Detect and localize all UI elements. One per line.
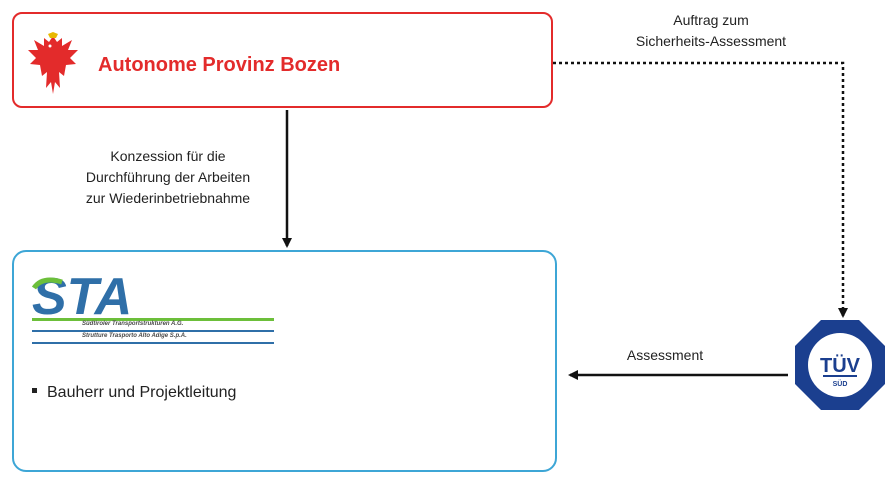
tyrolean-eagle-icon [28, 32, 78, 94]
sta-subtitle-de: Südtiroler Transportstrukturen A.G. [82, 321, 184, 327]
bullet-marker [32, 388, 37, 394]
konzession-line: zur Wiederinbetriebnahme [85, 190, 251, 206]
sta-logo: STA [31, 268, 274, 344]
tuv-logo-text: TÜV [820, 354, 861, 377]
sta-role-bullet: Bauherr und Projektleitung [32, 384, 236, 402]
auftrag-line: Auftrag zum [673, 12, 749, 28]
konzession-line: Durchführung der Arbeiten [85, 169, 251, 185]
konzession-label: Konzession für die Durchführung der Arbe… [55, 146, 281, 209]
konzession-line: Konzession für die [110, 148, 226, 164]
auftrag-arrow [553, 61, 848, 318]
province-title: Autonome Provinz Bozen [98, 54, 341, 76]
sta-role-text: Bauherr und Projektleitung [47, 384, 237, 401]
sta-box: STA Südtiroler Transportstrukturen A.G. … [12, 250, 557, 472]
tuv-logo-sub: SÜD [833, 379, 848, 388]
assessment-label: Assessment [626, 347, 704, 363]
auftrag-label: Auftrag zum Sicherheits-Assessment [596, 10, 826, 52]
sta-subtitle-it: Strutture Trasporto Alto Adige S.p.A. [82, 333, 187, 339]
auftrag-line: Sicherheits-Assessment [635, 33, 787, 49]
sta-logo-text: STA [32, 268, 132, 326]
province-box: Autonome Provinz Bozen [12, 12, 553, 108]
tuv-sud-logo: TÜV SÜD [795, 320, 885, 410]
